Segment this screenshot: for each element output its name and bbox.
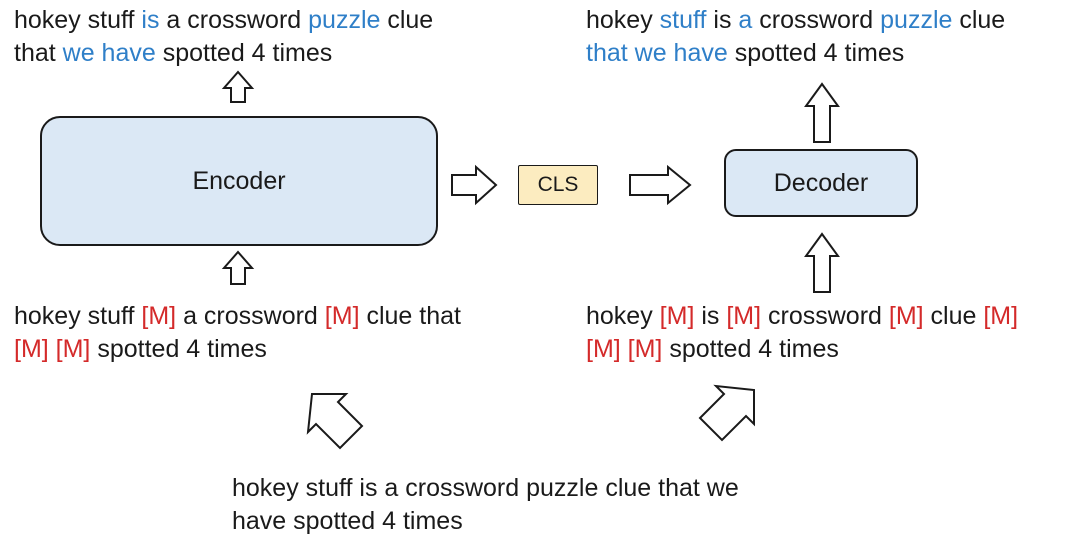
text-segment: hokey stuff <box>14 6 142 34</box>
decoder-input-text: hokey [M] is [M] crossword [M] clue [M] … <box>586 300 1018 366</box>
mask-token: [M] <box>726 302 762 330</box>
predicted-token: is <box>141 6 160 34</box>
predicted-token: puzzle <box>308 6 381 34</box>
mask-token: [M] <box>324 302 360 330</box>
encoder-output-up-arrow <box>221 70 255 103</box>
encoder-input-up-arrow <box>221 250 255 285</box>
text-segment: hokey stuff <box>14 302 142 330</box>
text-segment: clue <box>923 302 984 330</box>
source-to-decoder-arrow <box>698 384 755 442</box>
text-segment: clue that <box>359 302 461 330</box>
text-segment: crossword <box>761 302 889 330</box>
mask-token: [M] <box>983 302 1019 330</box>
encoder-output-line-1: hokey stuff is a crossword puzzle clue <box>14 4 433 37</box>
encoder-output-line-2: that we have spotted 4 times <box>14 37 433 70</box>
predicted-token: we have <box>62 39 156 67</box>
source-line-2: have spotted 4 times <box>232 507 463 535</box>
text-segment: spotted 4 times <box>727 39 905 67</box>
decoder-output-up-arrow <box>804 82 840 143</box>
text-segment: spotted 4 times <box>155 39 333 67</box>
predicted-token: puzzle <box>880 6 953 34</box>
text-segment: clue <box>380 6 434 34</box>
encoder-output-text: hokey stuff is a crossword puzzle clue t… <box>14 4 433 70</box>
encoder-input-line-2: [M] [M] spotted 4 times <box>14 333 461 366</box>
text-segment: spotted 4 times <box>90 335 267 363</box>
encoder-input-line-1: hokey stuff [M] a crossword [M] clue tha… <box>14 300 461 333</box>
text-segment: a crossword <box>176 302 325 330</box>
mask-token: [M] [M] <box>14 335 91 363</box>
encoder-box: Encoder <box>40 116 438 246</box>
decoder-output-line-1: hokey stuff is a crossword puzzle clue <box>586 4 1005 37</box>
mask-token: [M] <box>141 302 177 330</box>
predicted-token: a <box>738 6 753 34</box>
predicted-token: that we have <box>586 39 728 67</box>
encoder-to-cls-arrow <box>451 164 498 206</box>
text-segment: hokey <box>586 6 660 34</box>
mask-token: [M] <box>659 302 695 330</box>
decoder-input-line-1: hokey [M] is [M] crossword [M] clue [M] <box>586 300 1018 333</box>
decoder-output-line-2: that we have spotted 4 times <box>586 37 1005 70</box>
decoder-input-line-2: [M] [M] spotted 4 times <box>586 333 1018 366</box>
decoder-output-text: hokey stuff is a crossword puzzle clue t… <box>586 4 1005 70</box>
text-segment: is <box>706 6 739 34</box>
decoder-label: Decoder <box>773 168 869 197</box>
cls-label: CLS <box>537 173 579 196</box>
text-segment: is <box>694 302 727 330</box>
source-to-encoder-arrow <box>306 393 364 450</box>
decoder-box: Decoder <box>724 149 918 217</box>
cls-to-decoder-arrow <box>629 164 692 206</box>
cls-token-box: CLS <box>518 165 598 205</box>
mask-token: [M] [M] <box>586 335 663 363</box>
text-segment: hokey <box>586 302 660 330</box>
text-segment: spotted 4 times <box>662 335 839 363</box>
encoder-input-text: hokey stuff [M] a crossword [M] clue tha… <box>14 300 461 366</box>
predicted-token: stuff <box>659 6 707 34</box>
encoder-label: Encoder <box>192 166 286 195</box>
text-segment: a crossword <box>159 6 309 34</box>
text-segment: that <box>14 39 63 67</box>
text-segment: clue <box>952 6 1006 34</box>
text-segment: crossword <box>752 6 881 34</box>
source-sentence: hokey stuff is a crossword puzzle clue t… <box>232 472 739 538</box>
decoder-input-up-arrow <box>804 232 840 293</box>
source-line-1: hokey stuff is a crossword puzzle clue t… <box>232 474 739 502</box>
mask-token: [M] <box>888 302 924 330</box>
